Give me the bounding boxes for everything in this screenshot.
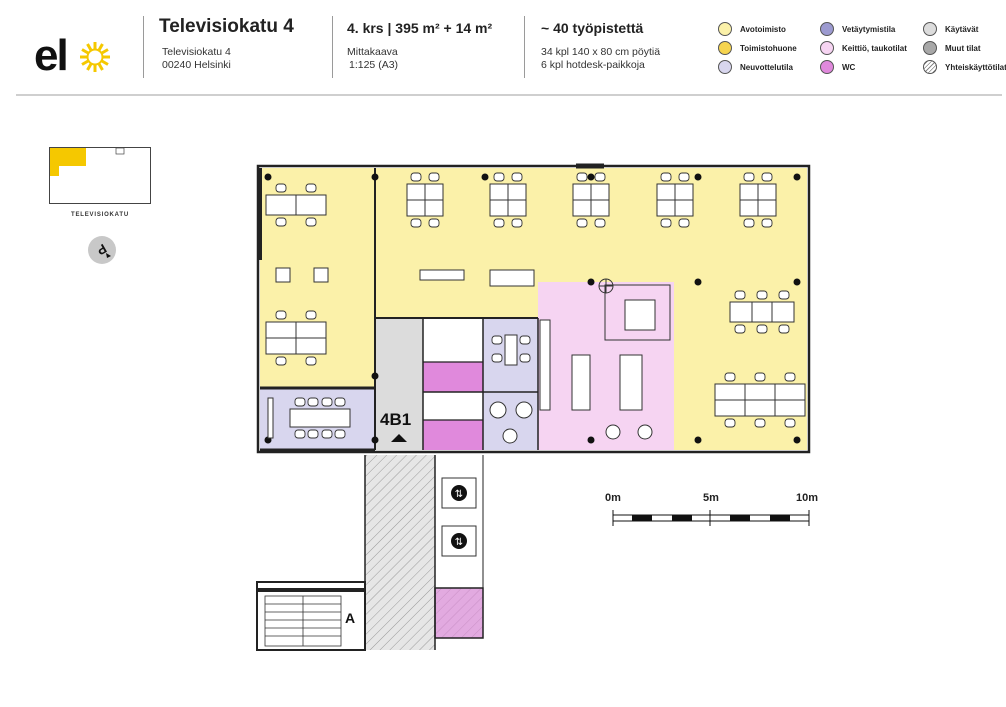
scale-label: Mittakaava [347, 46, 398, 58]
legend-label: Toimistohuone [740, 43, 797, 53]
elevators: ⇅ ⇅ [441, 477, 477, 557]
workstations-desks: 34 kpl 140 x 80 cm pöytiä [541, 46, 661, 58]
legend-wc: WC [820, 59, 855, 75]
legend-other-spaces: Muut tilat [923, 40, 981, 56]
legend-label: Avotoimisto [740, 24, 786, 34]
scale-tick-10: 10m [796, 492, 819, 504]
swatch-icon [820, 60, 834, 74]
swatch-icon [820, 41, 834, 55]
desk-clusters [265, 172, 806, 439]
scale-tick-0: 0m [605, 492, 621, 504]
legend-corridors: Käytävät [923, 21, 978, 37]
swatch-icon [718, 22, 732, 36]
walls [256, 163, 811, 651]
legend-label: Keittiö, taukotilat [842, 43, 907, 53]
legend-label: Neuvottelutila [740, 62, 793, 72]
structural-columns [264, 173, 801, 444]
small-meeting-furniture [489, 334, 533, 444]
svg-text:el: el [34, 36, 67, 76]
floor-plan: ⇅ ⇅ [256, 163, 811, 651]
header-divider [524, 16, 525, 78]
header-divider [332, 16, 333, 78]
legend-label: Käytävät [945, 24, 979, 34]
legend-open-office: Avotoimisto [718, 21, 786, 37]
stair-id: A [345, 610, 356, 626]
plant-icon [598, 278, 614, 294]
scale-tick-5: 5m [703, 492, 719, 504]
scale-bar [612, 510, 810, 526]
address-title: Televisiokatu 4 [159, 16, 294, 37]
swatch-icon [718, 60, 732, 74]
swatch-icon [923, 41, 937, 55]
legend-label: WC [842, 62, 856, 72]
legend-label: Vetäytymistila [842, 24, 896, 34]
legend-label: Muut tilat [945, 43, 981, 53]
legend-meeting-room: Neuvottelutila [718, 59, 793, 75]
address-line2: 00240 Helsinki [162, 59, 231, 71]
workstations-hotdesks: 6 kpl hotdesk-paikkoja [541, 59, 645, 71]
stairwell [264, 595, 342, 647]
header-rule [16, 94, 1002, 96]
swatch-icon [923, 60, 937, 74]
header-divider [143, 16, 144, 78]
swatch-icon [718, 41, 732, 55]
scale-value: 1:125 (A3) [349, 59, 399, 71]
floor-area: 4. krs | 395 m² + 14 m² [347, 20, 493, 36]
svg-text:⇅: ⇅ [455, 537, 463, 548]
entrance-arrow-icon [391, 434, 407, 442]
kitchen-furniture [419, 269, 671, 440]
legend-retreat-room: Vetäytymistila [820, 21, 895, 37]
north-arrow-icon: P [88, 236, 116, 264]
svg-text:⇅: ⇅ [455, 489, 463, 500]
legend-kitchen: Keittiö, taukotilat [820, 40, 907, 56]
header: el Televisiokatu 4 Televisiokatu 4 00240… [0, 0, 1006, 96]
unit-id: 4B1 [380, 410, 412, 429]
workstations-title: ~ 40 työpistettä [541, 20, 644, 36]
key-map-label: TELEVISIOKATU [71, 212, 129, 218]
swatch-icon [923, 22, 937, 36]
address-line1: Televisiokatu 4 [162, 46, 231, 58]
key-map [49, 147, 151, 204]
legend-office-room: Toimistohuone [718, 40, 797, 56]
legend-label: Yhteiskäyttötilat [945, 62, 1006, 72]
swatch-icon [820, 22, 834, 36]
elo-logo: el [34, 36, 110, 76]
legend-shared-spaces: Yhteiskäyttötilat [923, 59, 1006, 75]
